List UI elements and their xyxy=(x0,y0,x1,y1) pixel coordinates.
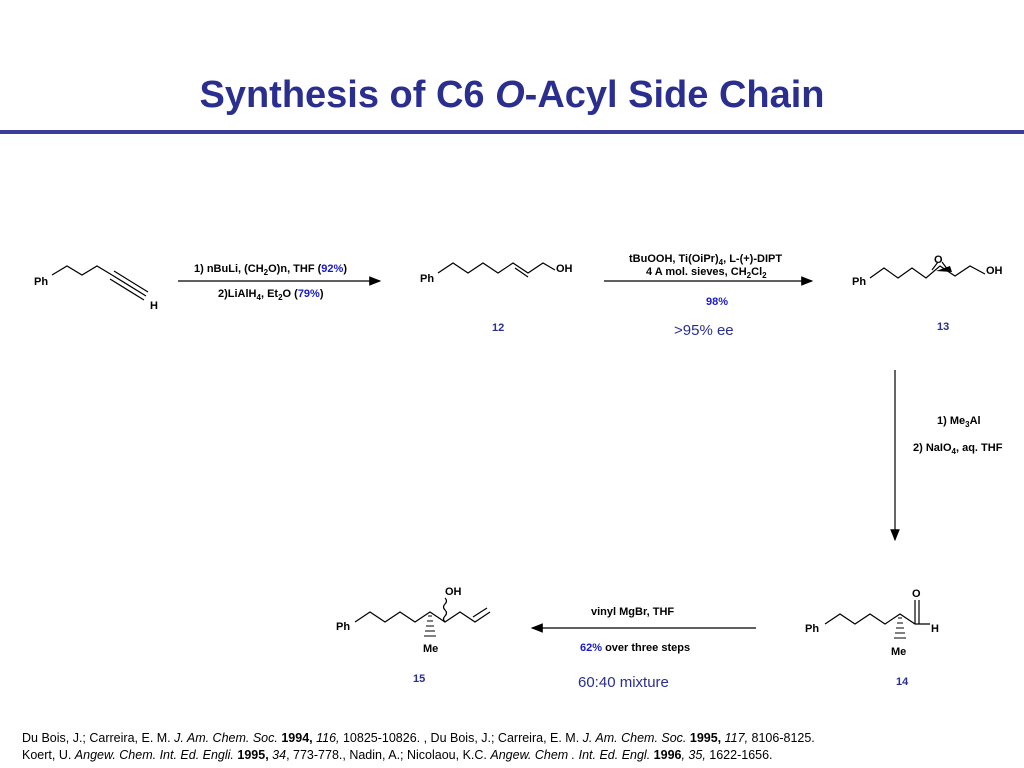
step2-yield: 98% xyxy=(706,296,728,308)
step1-conditions-line1: 1) nBuLi, (CH2O)n, THF (92%) xyxy=(194,263,347,277)
starting-h-label: H xyxy=(150,300,158,312)
step4-mixture-note: 60:40 mixture xyxy=(578,674,669,691)
compound-15-number: 15 xyxy=(413,673,425,685)
compound-12-oh-label: OH xyxy=(556,263,573,275)
compound-15-oh-label: OH xyxy=(445,586,462,598)
compound-13-structure xyxy=(869,261,986,279)
step3-conditions-line2: 2) NaIO4, aq. THF xyxy=(913,442,1003,456)
compound-13-ph-label: Ph xyxy=(852,276,866,288)
page-title: Synthesis of C6 O-Acyl Side Chain xyxy=(199,74,825,116)
starting-alkyne-structure xyxy=(51,265,149,301)
compound-14-structure xyxy=(824,600,930,625)
compound-12-ph-label: Ph xyxy=(420,273,434,285)
step2-ee: >95% ee xyxy=(674,322,734,339)
step4-reagent: vinyl MgBr, THF xyxy=(591,606,674,618)
starting-ph-label: Ph xyxy=(34,276,48,288)
compound-14-number: 14 xyxy=(896,676,909,688)
compound-12-structure xyxy=(437,262,556,278)
reference-line-2: Koert, U. Angew. Chem. Int. Ed. Engli. 1… xyxy=(22,748,773,762)
compound-15-ph-label: Ph xyxy=(336,621,350,633)
title-divider xyxy=(0,130,1024,134)
compound-14-o-label: O xyxy=(912,588,921,600)
reference-line-1: Du Bois, J.; Carreira, E. M. J. Am. Chem… xyxy=(22,731,815,745)
compound-15-hash-bond xyxy=(424,615,436,637)
compound-13-number: 13 xyxy=(937,321,949,333)
step1-conditions-line2: 2)LiAlH4, Et2O (79%) xyxy=(218,288,324,302)
step4-yield-line: 62% over three steps xyxy=(580,642,690,654)
step2-conditions-line1: tBuOOH, Ti(OiPr)4, L-(+)-DIPT xyxy=(629,253,782,267)
compound-14-me-label: Me xyxy=(891,646,906,658)
compound-13-oh-label: OH xyxy=(986,265,1003,277)
compound-14-ph-label: Ph xyxy=(805,623,819,635)
compound-15-structure xyxy=(354,597,491,623)
compound-15-me-label: Me xyxy=(423,643,438,655)
compound-13-o-label: O xyxy=(934,254,943,266)
step3-conditions-line1: 1) Me3Al xyxy=(937,415,981,429)
reaction-scheme: Ph H 1) nBuLi, (CH2O)n, THF (92%) 2)LiAl… xyxy=(34,253,1003,691)
epoxide-wedge xyxy=(936,266,952,272)
compound-14-hash-bond xyxy=(894,617,906,639)
step2-conditions-line2: 4 A mol. sieves, CH2Cl2 xyxy=(646,266,767,280)
compound-14-h-label: H xyxy=(931,623,939,635)
compound-12-number: 12 xyxy=(492,322,504,334)
references: Du Bois, J.; Carreira, E. M. J. Am. Chem… xyxy=(22,730,1012,764)
